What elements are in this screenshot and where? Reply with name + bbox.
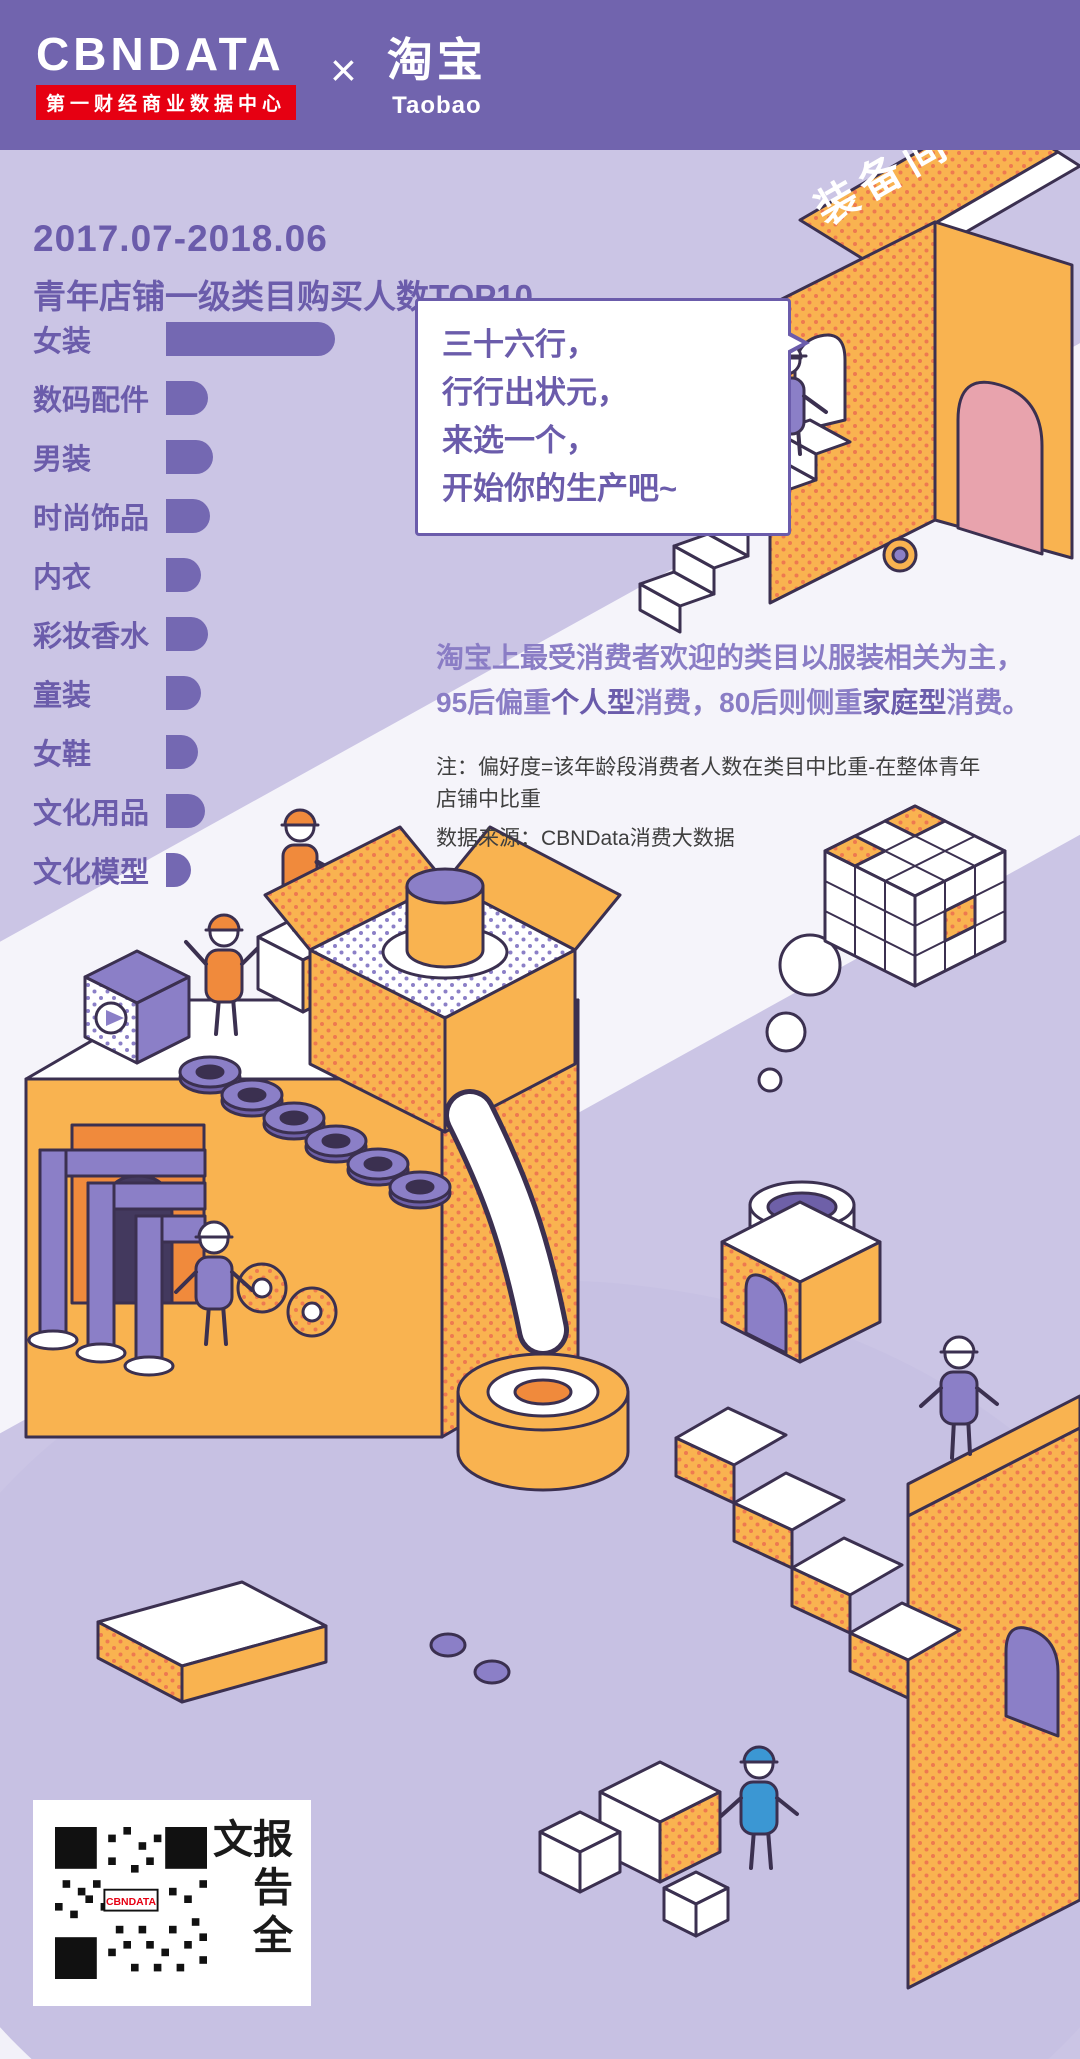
chart-row: 时尚饰品	[33, 499, 335, 535]
commentary-line1: 淘宝上最受消费者欢迎的类目以服装相关为主，	[436, 642, 1025, 673]
output-cylinder	[456, 1352, 630, 1492]
chart-row: 内衣	[33, 558, 335, 594]
chart-category-label: 彩妆香水	[33, 621, 150, 653]
speech-bubble-line: 行行出状元，	[442, 375, 628, 411]
chart-period: 2017.07-2018.06	[33, 218, 328, 259]
slab	[96, 1580, 328, 1704]
chart-category-label: 文化模型	[33, 857, 150, 889]
chart-bar	[166, 617, 208, 651]
chart-row: 彩妆香水	[33, 617, 335, 653]
speech-bubble-line: 三十六行，	[442, 327, 597, 362]
chart-row: 童装	[33, 676, 335, 712]
chart-row: 数码配件	[33, 381, 335, 417]
conveyor-discs	[178, 1055, 452, 1210]
chart-category-label: 童装	[33, 680, 92, 712]
footnotes: 注：偏好度=该年龄段消费者人数在类目中比重-在整体青年店铺中比重 数据来源：CB…	[436, 752, 996, 855]
chart-bar	[166, 381, 208, 415]
factory-building	[24, 998, 580, 1439]
rubik-cube	[823, 804, 1007, 988]
bar-chart: 女装数码配件男装时尚饰品内衣彩妆香水童装女鞋文化用品文化模型	[33, 322, 335, 912]
qr-brand-label: CBNDATA	[106, 1897, 157, 1908]
dotted-wall	[906, 1394, 1080, 1990]
chart-category-label: 女装	[33, 326, 92, 358]
factory-pipes	[27, 1148, 207, 1377]
worker-figure-blue	[719, 1745, 799, 1870]
commentary-highlight-personal: 个人型	[551, 686, 636, 718]
commentary-text: 淘宝上最受消费者欢迎的类目以服装相关为主， 95后偏重个人型消费，80后则侧重家…	[436, 636, 1076, 726]
chart-category-label: 女鞋	[33, 739, 92, 771]
worker-figure-gears	[174, 1220, 338, 1346]
cbndata-logo: CBNDATA	[36, 27, 285, 80]
report-block: CBNDATA 报告全文	[33, 1800, 311, 2006]
chart-row: 男装	[33, 440, 335, 476]
chart-category-label: 文化用品	[33, 798, 150, 830]
qr-code: CBNDATA	[55, 1827, 207, 1979]
carton-box	[263, 825, 622, 1134]
chart-category-label: 内衣	[33, 562, 92, 594]
chart-category-label: 时尚饰品	[33, 503, 150, 535]
commentary-highlight-family: 家庭型	[862, 686, 947, 718]
chart-category-label: 数码配件	[33, 385, 150, 417]
chart-bar	[166, 440, 213, 474]
chart-row: 女装	[33, 322, 335, 358]
stairs-big	[674, 1406, 962, 1700]
taobao-logo-en: Taobao	[392, 92, 482, 119]
taobao-logo: 淘宝	[386, 34, 487, 86]
bar-chart-rows: 女装数码配件男装时尚饰品内衣彩妆香水童装女鞋文化用品文化模型	[33, 322, 335, 889]
footnote-source: 数据来源：CBNData消费大数据	[436, 827, 735, 850]
chart-bar	[166, 676, 201, 710]
report-full-text-label: 报告全文	[207, 1818, 291, 1962]
chart-bar	[166, 853, 191, 887]
header-bar: CBNDATA 第一财经商业数据中心 × 淘宝 Taobao	[0, 0, 1080, 150]
chart-category-label: 男装	[33, 444, 92, 476]
speech-bubble-line: 来选一个，	[442, 423, 597, 459]
video-box	[83, 949, 191, 1065]
chart-row: 文化模型	[33, 853, 335, 889]
commentary-part: 95后偏重	[436, 686, 552, 718]
commentary-part: 消费，80后则侧重	[635, 686, 863, 718]
cube-cluster	[538, 1760, 730, 1938]
cbndata-subtitle: 第一财经商业数据中心	[36, 84, 297, 120]
chart-bar	[166, 499, 210, 533]
output-tube	[444, 1089, 569, 1356]
chart-bar	[166, 558, 201, 592]
worker-figure-wall	[919, 1335, 999, 1460]
chart-bar	[166, 322, 335, 356]
chart-bar	[166, 735, 198, 769]
purple-knobs	[429, 1632, 511, 1685]
speech-bubble: 三十六行， 行行出状元， 来选一个， 开始你的生产吧~	[415, 298, 810, 537]
cbndata-logo-block: CBNDATA 第一财经商业数据中心	[36, 27, 297, 120]
vat-box	[720, 1180, 882, 1364]
commentary-part: 消费。	[946, 686, 1031, 718]
chart-row: 文化用品	[33, 794, 335, 830]
chart-title-block: 2017.07-2018.06 青年店铺一级类目购买人数TOP10	[33, 218, 533, 318]
worker-figure-arms-up	[184, 913, 264, 1036]
thought-bubbles	[757, 933, 842, 1093]
speech-bubble-line: 开始你的生产吧~	[442, 471, 678, 507]
taobao-logo-block: 淘宝 Taobao	[387, 24, 487, 120]
chart-row: 女鞋	[33, 735, 335, 771]
multiply-separator: ×	[330, 44, 357, 96]
chart-bar	[166, 794, 205, 828]
footnote-definition: 注：偏好度=该年龄段消费者人数在类目中比重-在整体青年店铺中比重	[436, 756, 981, 811]
